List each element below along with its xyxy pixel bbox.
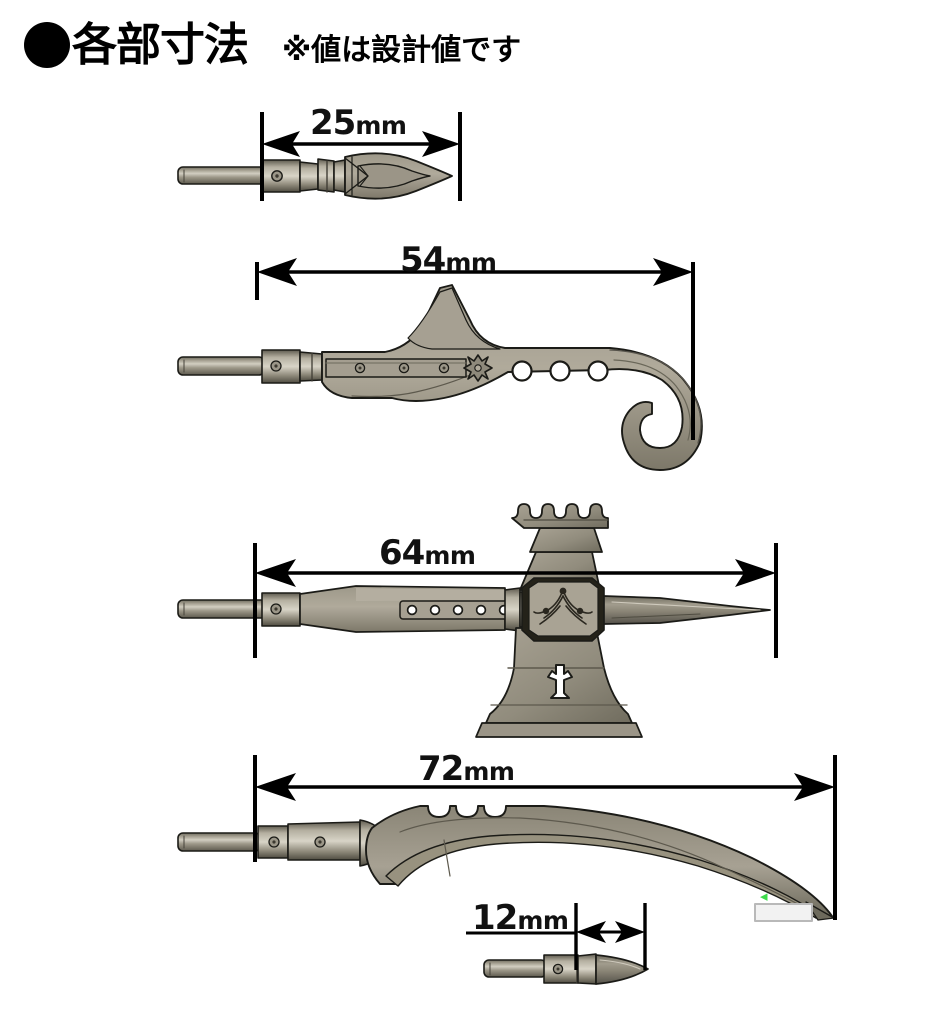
dimension-54mm — [255, 258, 695, 440]
page-title: 各部寸法 — [72, 18, 249, 71]
heading-bullet-icon — [24, 22, 70, 68]
dimension-label-12mm: 12mm — [472, 898, 569, 938]
dimension-64mm — [253, 543, 778, 658]
page-heading: 各部寸法 ※値は設計値です — [24, 14, 522, 71]
part-hooked-sickle-blade — [177, 284, 703, 471]
cross-ornament-icon — [547, 664, 573, 699]
dimension-72mm — [253, 755, 837, 920]
dimension-label-64mm: 64mm — [379, 533, 476, 573]
part-small-bullet-point — [483, 953, 649, 985]
part-bullet-broadhead — [177, 152, 453, 200]
leaf-ornament-icon — [533, 587, 593, 625]
dimension-label-25mm: 25mm — [310, 103, 407, 143]
page-note: ※値は設計値です — [282, 33, 522, 68]
cursor-marker-icon: ◂ — [760, 887, 768, 905]
dimension-annotations — [253, 112, 837, 970]
dimension-label-54mm: 54mm — [400, 240, 497, 280]
dimension-label-72mm: 72mm — [418, 749, 515, 789]
fleur-ornament-icon — [463, 354, 493, 382]
cursor-tooltip-box — [754, 903, 813, 922]
